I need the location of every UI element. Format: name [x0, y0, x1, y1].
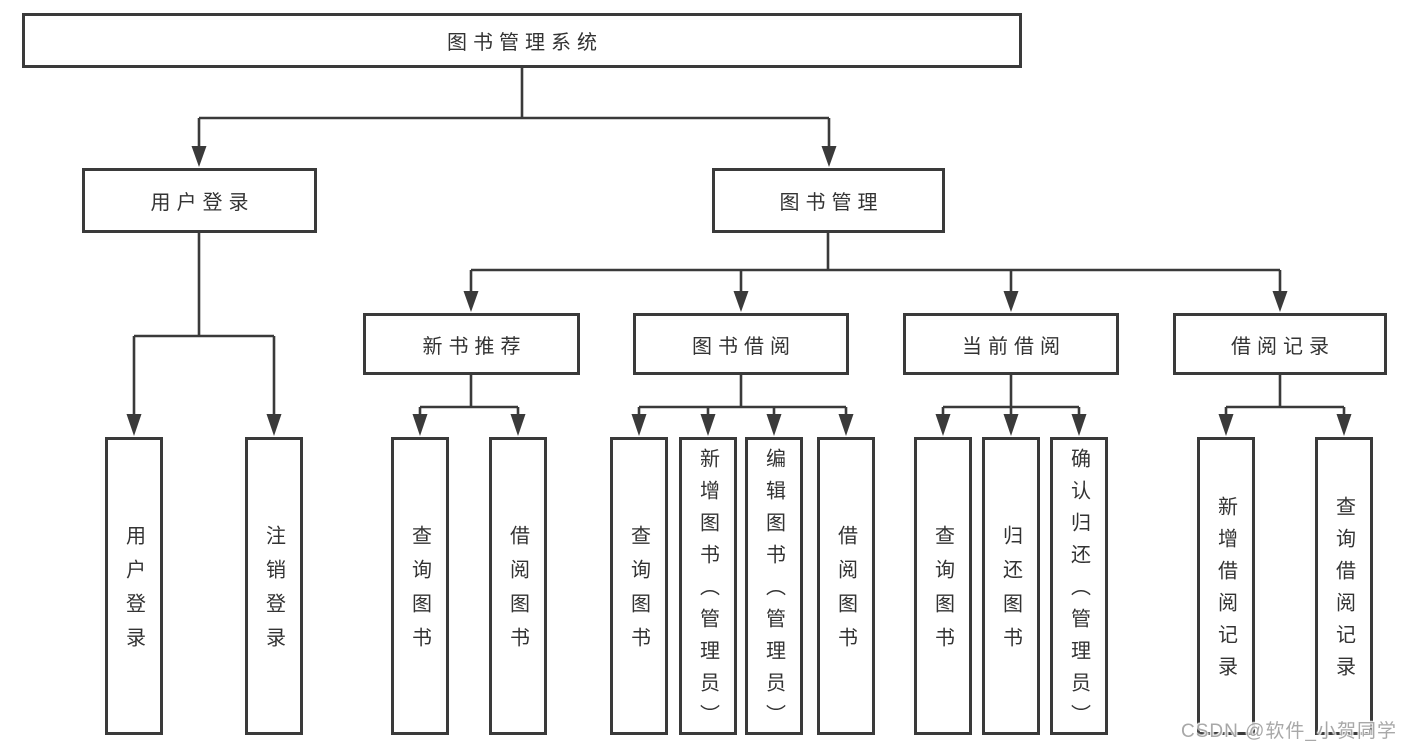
leaf-label: 用户登录 — [122, 525, 145, 661]
node-label: 当前借阅 — [962, 335, 1066, 358]
leaf-label: 编辑图书（管理员） — [762, 448, 785, 736]
leaf-label: 借阅图书 — [506, 525, 529, 661]
leaf-borrow-books-recommend: 借阅图书 — [489, 437, 547, 735]
connector-current-borrowing-children — [935, 375, 1087, 436]
leaf-label: 查询图书 — [931, 525, 954, 661]
csdn-watermark: CSDN @软件_小贺同学 — [1181, 721, 1397, 742]
leaf-label: 确认归还（管理员） — [1067, 448, 1090, 736]
node-root-library-system: 图书管理系统 — [22, 13, 1022, 68]
node-label: 借阅记录 — [1231, 335, 1335, 358]
leaf-confirm-return-admin: 确认归还（管理员） — [1050, 437, 1108, 736]
leaf-borrow-books: 借阅图书 — [817, 437, 875, 735]
leaf-add-borrow-record: 新增借阅记录 — [1197, 437, 1255, 735]
connector-borrowing-records-children — [1218, 375, 1352, 436]
leaf-query-borrow-record: 查询借阅记录 — [1315, 437, 1373, 735]
leaf-label: 查询图书 — [627, 525, 650, 661]
leaf-logout: 注销登录 — [245, 437, 303, 735]
node-book-management: 图书管理 — [712, 168, 945, 233]
leaf-label: 注销登录 — [262, 525, 285, 661]
leaf-add-books-admin: 新增图书（管理员） — [679, 437, 737, 736]
leaf-label: 新增图书（管理员） — [696, 448, 719, 736]
node-label: 用户登录 — [150, 192, 255, 214]
leaf-query-books-borrowing: 查询图书 — [610, 437, 668, 735]
node-current-borrowing: 当前借阅 — [903, 313, 1119, 375]
connector-user-login-children — [126, 233, 282, 436]
node-user-login: 用户登录 — [82, 168, 317, 233]
leaf-query-books-current: 查询图书 — [914, 437, 972, 735]
leaf-edit-books-admin: 编辑图书（管理员） — [745, 437, 803, 736]
node-label: 图书管理 — [779, 192, 884, 214]
node-book-borrowing: 图书借阅 — [633, 313, 849, 375]
connector-book-borrowing-children — [631, 375, 854, 436]
node-new-book-recommend: 新书推荐 — [363, 313, 580, 375]
leaf-user-login: 用户登录 — [105, 437, 163, 735]
leaf-label: 新增借阅记录 — [1214, 496, 1237, 688]
leaf-label: 归还图书 — [999, 525, 1022, 661]
connector-root-to-level2 — [191, 68, 837, 167]
connector-new-book-recommend-children — [412, 375, 526, 436]
node-borrowing-records: 借阅记录 — [1173, 313, 1387, 375]
node-label: 图书借阅 — [692, 335, 796, 358]
leaf-label: 查询借阅记录 — [1332, 496, 1355, 688]
leaf-label: 查询图书 — [408, 525, 431, 661]
node-label: 图书管理系统 — [447, 32, 603, 54]
leaf-return-books: 归还图书 — [982, 437, 1040, 735]
node-label: 新书推荐 — [422, 335, 527, 358]
leaf-query-books-recommend: 查询图书 — [391, 437, 449, 735]
connector-book-management-children — [463, 233, 1288, 312]
leaf-label: 借阅图书 — [834, 525, 857, 661]
